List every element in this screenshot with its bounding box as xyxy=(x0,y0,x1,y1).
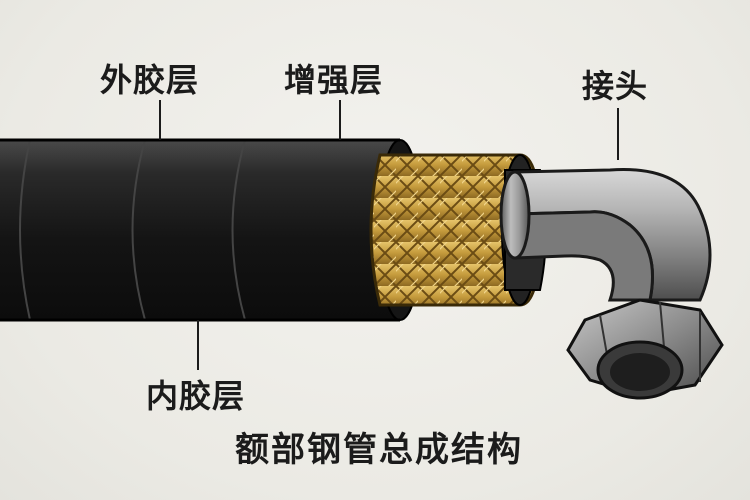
diagram-title: 额部钢管总成结构 xyxy=(235,430,523,470)
outer-rubber-layer xyxy=(0,138,423,322)
label-fitting: 接头 xyxy=(582,67,649,105)
label-inner-layer: 内胶层 xyxy=(146,377,246,415)
label-outer-layer: 外胶层 xyxy=(100,61,200,99)
steel-fitting xyxy=(499,168,724,400)
label-reinforcement-layer: 增强层 xyxy=(284,61,384,99)
